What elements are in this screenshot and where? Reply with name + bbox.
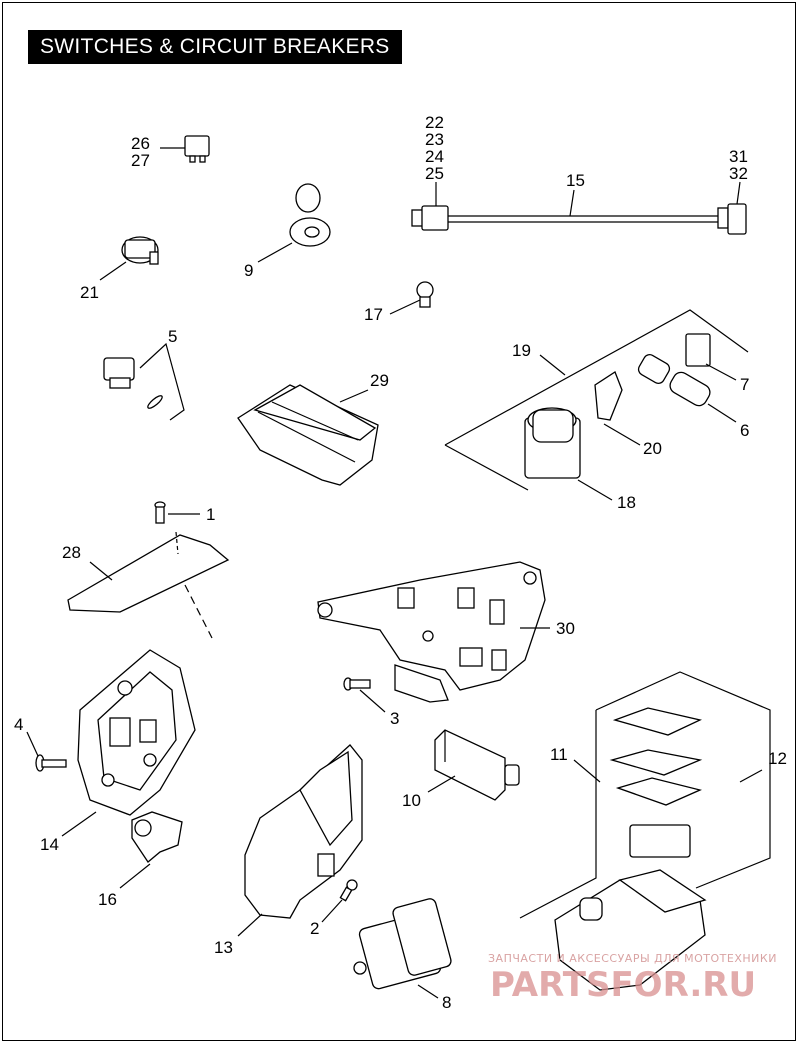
module-part-8[interactable] — [353, 897, 452, 999]
callout-2: 2 — [310, 919, 319, 938]
callout-28: 28 — [62, 543, 81, 562]
callout-11: 11 — [550, 745, 568, 764]
screw-part-3[interactable] — [343, 677, 386, 713]
callout-3: 3 — [390, 709, 399, 728]
page-title: SWITCHES & CIRCUIT BREAKERS — [28, 30, 402, 64]
cover-part-13[interactable] — [237, 744, 363, 937]
watermark-tagline: ЗАПЧАСТИ И АКСЕССУАРЫ ДЛЯ МОТОТЕХНИКИ — [488, 952, 777, 965]
callout-6: 6 — [740, 421, 749, 440]
fuse-part[interactable] — [160, 135, 210, 163]
callout-15: 15 — [566, 171, 585, 190]
callout-26: 26 — [131, 134, 150, 153]
callout-20: 20 — [643, 439, 662, 458]
callout-23: 23 — [425, 130, 444, 149]
callout-5: 5 — [168, 327, 177, 346]
switch-part-5[interactable] — [103, 342, 185, 421]
trim-channel-part-29[interactable] — [237, 384, 379, 486]
watermark-logo: PARTSFOR.RU — [490, 965, 756, 1005]
callout-29: 29 — [370, 371, 389, 390]
clip-part-16[interactable] — [119, 811, 183, 889]
bracket-part-30[interactable] — [317, 561, 550, 703]
callout-14: 14 — [40, 835, 59, 854]
relay-part-10[interactable] — [427, 729, 520, 801]
housing-part-14[interactable] — [61, 649, 196, 837]
switch-assembly-19[interactable] — [444, 309, 749, 501]
callout-17: 17 — [364, 305, 383, 324]
callout-22: 22 — [425, 113, 444, 132]
callout-32: 32 — [729, 164, 748, 183]
gasket-part-28[interactable] — [67, 531, 230, 639]
callout-12: 12 — [768, 749, 787, 768]
callout-8: 8 — [442, 993, 451, 1012]
kit-group-11-12[interactable] — [519, 671, 771, 991]
callout-16: 16 — [98, 890, 117, 909]
callout-31: 31 — [729, 147, 748, 166]
callout-21: 21 — [80, 283, 99, 302]
callout-24: 24 — [425, 147, 444, 166]
switch-part-21[interactable] — [99, 236, 159, 281]
cable-part-15[interactable] — [411, 181, 747, 235]
callout-27: 27 — [131, 151, 150, 170]
callout-9: 9 — [244, 261, 253, 280]
callout-19: 19 — [512, 341, 531, 360]
washer-part-9[interactable] — [257, 183, 331, 263]
callout-7: 7 — [740, 375, 749, 394]
callout-25: 25 — [425, 164, 444, 183]
bolt-part-1[interactable] — [154, 501, 200, 524]
callout-1: 1 — [206, 505, 215, 524]
screw-part-4[interactable] — [26, 731, 67, 772]
callout-30: 30 — [556, 619, 575, 638]
callout-13: 13 — [214, 938, 233, 957]
callout-10: 10 — [402, 791, 421, 810]
callout-4: 4 — [14, 715, 23, 734]
callout-18: 18 — [617, 493, 636, 512]
screw-part-2[interactable] — [321, 879, 358, 923]
bulb-part-17[interactable] — [389, 281, 434, 315]
